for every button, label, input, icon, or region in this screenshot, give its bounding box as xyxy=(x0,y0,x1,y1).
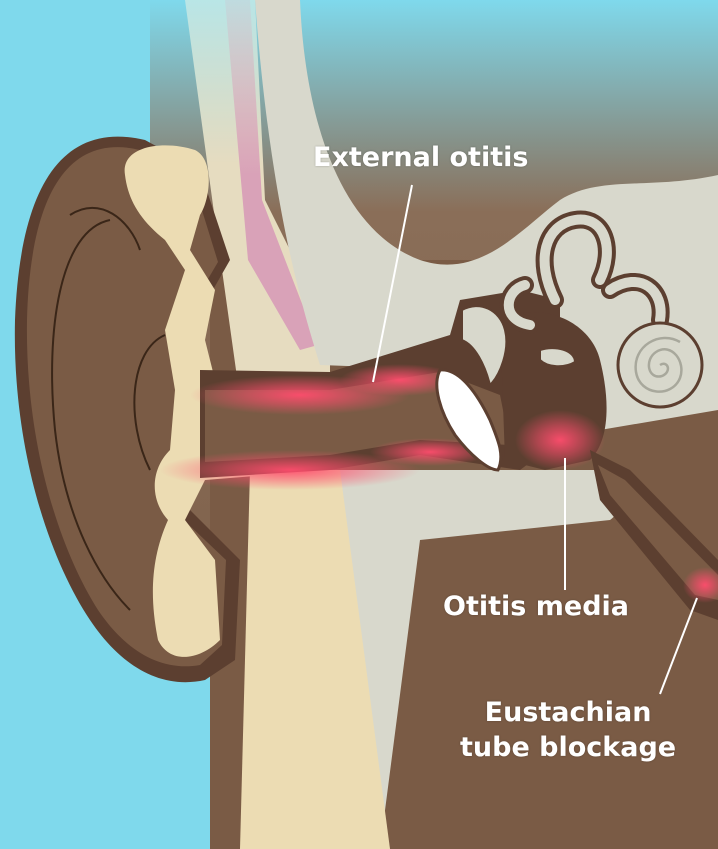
label-eustachian-line1: Eustachian xyxy=(460,696,676,731)
label-otitis-media: Otitis media xyxy=(443,590,629,625)
label-eustachian-line2: tube blockage xyxy=(460,731,676,766)
label-eustachian-tube-blockage: Eustachian tube blockage xyxy=(460,696,676,765)
middle-ear-inflammation xyxy=(515,410,605,470)
label-external-otitis: External otitis xyxy=(313,141,528,176)
